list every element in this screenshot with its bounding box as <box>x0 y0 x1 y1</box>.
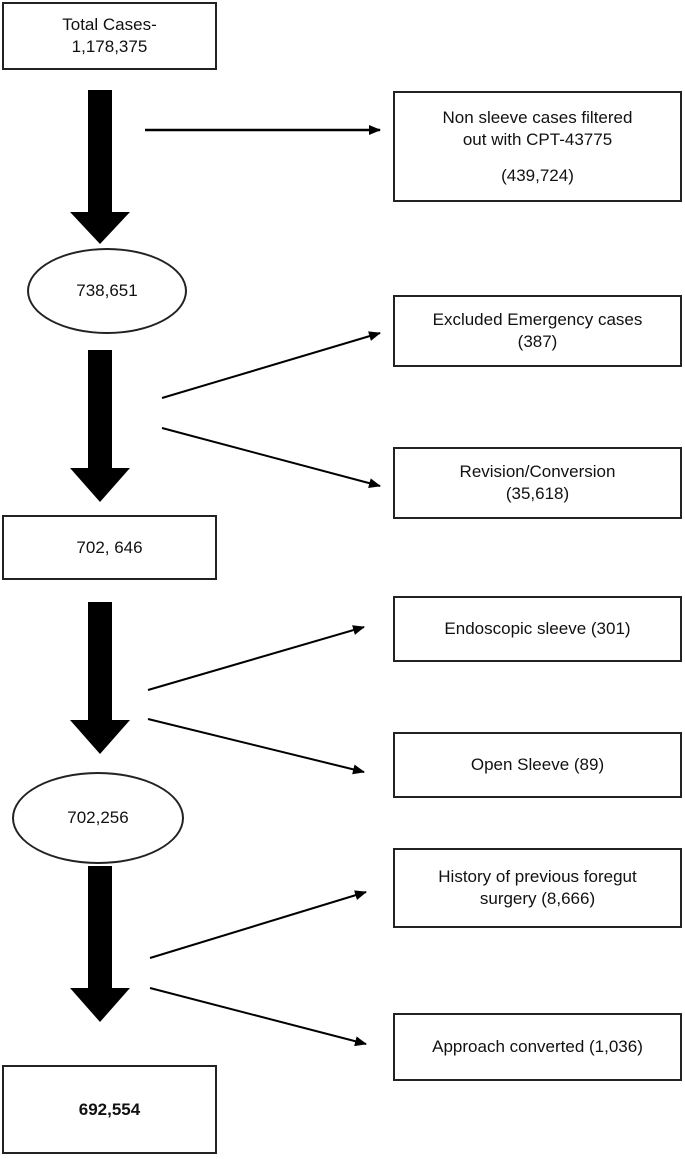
revision-box: Revision/Conversion (35,618) <box>393 447 682 519</box>
non-sleeve-line2: out with CPT-43775 <box>462 129 613 149</box>
non-sleeve-line1: Non sleeve cases filtered <box>442 107 633 127</box>
emergency-box: Excluded Emergency cases (387) <box>393 295 682 367</box>
total-cases-label: Total Cases- <box>62 15 157 34</box>
step2-value: 702, 646 <box>76 537 143 557</box>
arrow-to-emergency <box>161 331 381 399</box>
arrow-to-revision <box>161 427 381 489</box>
approach-label: Approach converted (1,036) <box>432 1037 643 1056</box>
emergency-count: (387) <box>517 332 558 351</box>
endoscopic-label: Endoscopic sleeve (301) <box>444 619 631 638</box>
down-arrow-4 <box>70 866 130 1022</box>
down-arrow-2 <box>70 350 130 502</box>
approach-box: Approach converted (1,036) <box>393 1013 682 1081</box>
step3-ellipse: 702,256 <box>12 772 184 864</box>
non-sleeve-box: Non sleeve cases filtered out with CPT-4… <box>393 91 682 202</box>
arrow-to-approach <box>149 987 367 1047</box>
non-sleeve-count: (439,724) <box>501 165 574 185</box>
step3-value: 702,256 <box>67 808 129 827</box>
step1-ellipse: 738,651 <box>27 248 187 334</box>
step2-box: 702, 646 <box>2 515 217 580</box>
total-cases-value: 1,178,375 <box>71 37 148 56</box>
endoscopic-box: Endoscopic sleeve (301) <box>393 596 682 662</box>
revision-line1: Revision/Conversion <box>459 462 616 481</box>
arrow-to-foregut <box>149 890 367 959</box>
final-count-box: 692,554 <box>2 1065 217 1154</box>
foregut-line1: History of previous foregut <box>438 867 637 886</box>
arrow-to-open-sleeve <box>147 718 365 775</box>
open-sleeve-box: Open Sleeve (89) <box>393 732 682 798</box>
down-arrow-1 <box>70 90 130 244</box>
total-cases-box: Total Cases- 1,178,375 <box>2 2 217 70</box>
foregut-box: History of previous foregut surgery (8,6… <box>393 848 682 928</box>
open-sleeve-label: Open Sleeve (89) <box>470 755 605 774</box>
step1-value: 738,651 <box>76 281 138 300</box>
emergency-line1: Excluded Emergency cases <box>432 310 643 329</box>
revision-count: (35,618) <box>505 484 570 503</box>
final-count-value: 692,554 <box>78 1099 141 1119</box>
arrow-to-endoscopic <box>147 625 365 691</box>
foregut-line2: surgery (8,666) <box>479 889 596 908</box>
down-arrow-3 <box>70 602 130 754</box>
